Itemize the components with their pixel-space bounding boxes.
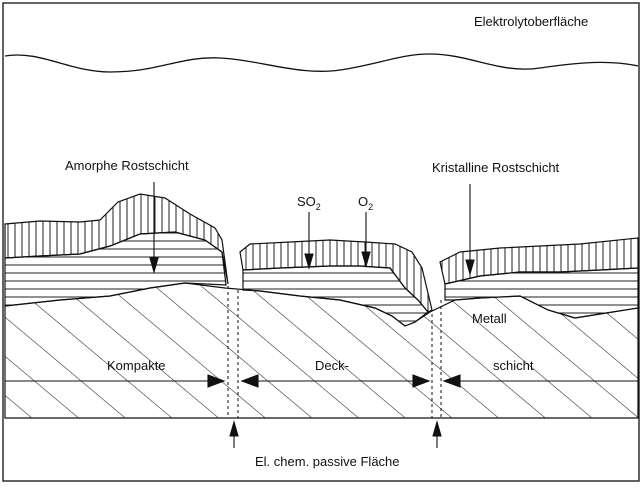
electrolyte-surface-line [4, 53, 639, 73]
layer-label: schicht [493, 358, 534, 373]
crystalline-rust-label: Kristalline Rostschicht [432, 160, 560, 175]
metal-label: Metall [472, 311, 507, 326]
passive-zone-lines [227, 286, 442, 418]
so2-label: SO2 [297, 194, 321, 212]
pointer-arrows [149, 182, 475, 448]
middle-amorphous-layer [239, 239, 433, 313]
frame [2, 2, 640, 482]
amorphous-rust-label: Amorphe Rostschicht [65, 158, 189, 173]
o2-label: O2 [358, 194, 373, 212]
passive-surface-label: El. chem. passive Fläche [255, 454, 400, 469]
cover-label: Deck- [315, 358, 349, 373]
left-amorphous-layer [4, 193, 229, 285]
electrolyte-surface-label: Elektrolytoberfläche [474, 14, 588, 29]
cover-layer-extent [5, 374, 638, 388]
compact-label: Kompakte [107, 358, 166, 373]
right-crystalline-layer [439, 237, 639, 285]
